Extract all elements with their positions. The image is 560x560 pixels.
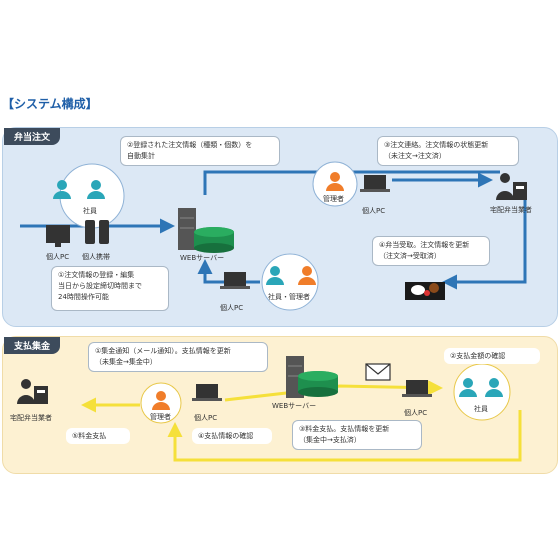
note-payment: ③料金支払。支払情報を更新 （集金中→支払済）: [292, 420, 422, 450]
web-server-label: WEBサーバー: [180, 254, 225, 262]
laptop-icon: [402, 380, 432, 397]
employee-pc-label: 個人PC: [404, 409, 428, 417]
arrow-vendor-to-staff: [442, 200, 527, 290]
employee-label: 社員: [83, 207, 97, 215]
note-pay-fee: ⑤料金支払: [66, 428, 130, 444]
payment-tab: 支払集金: [4, 337, 61, 354]
manager-icon: [312, 161, 358, 207]
employee-group-icon: [453, 363, 511, 421]
server-icon: [178, 208, 196, 250]
manager-label: 管理者: [323, 195, 344, 203]
note-check-amount: ②支払金額の確認: [444, 348, 540, 364]
phone-icon: [85, 220, 109, 244]
manager-pc-label: 個人PC: [362, 207, 386, 215]
manager-icon: [140, 382, 182, 424]
bento-order-tab: 弁当注文: [4, 128, 61, 145]
web-server-label: WEBサーバー: [272, 402, 317, 410]
employee-group-icon: [53, 163, 125, 229]
laptop-icon: [220, 272, 250, 289]
note-collection-notice: ①集金通知（メール通知）。支払情報を更新 （未集金→集金中）: [88, 342, 268, 372]
mobile-label: 個人携帯: [82, 253, 110, 261]
employee-label: 社員: [474, 405, 488, 413]
vendor-icon: [17, 379, 48, 404]
staff-manager-icon: [261, 253, 319, 311]
personal-pc-label: 個人PC: [46, 253, 70, 261]
vendor-label: 宅配弁当業者: [10, 414, 52, 422]
staff-pc-label: 個人PC: [220, 304, 244, 312]
vendor-label: 宅配弁当業者: [490, 206, 532, 214]
note-receive: ④弁当受取。注文情報を更新 （注文済→受取済）: [372, 236, 490, 266]
note-order-contact: ③注文連絡。注文情報の状態更新 （未注文→注文済）: [377, 136, 519, 166]
laptop-icon: [360, 175, 390, 192]
note-check-payment: ④支払情報の確認: [192, 428, 272, 444]
arrow-server-to-manager: [203, 170, 500, 195]
database-icon: [298, 371, 338, 397]
bento-box-icon: [405, 282, 445, 300]
note-aggregate: ②登録された注文情報（種類・個数）を 自動集計: [120, 136, 280, 166]
desktop-icon: [46, 225, 70, 247]
laptop-icon: [192, 384, 222, 401]
database-icon: [194, 227, 234, 253]
manager-label: 管理者: [150, 413, 171, 421]
note-register: ①注文情報の登録・編集 当日から設定締切時間まで 24時間操作可能: [51, 266, 169, 311]
vendor-icon: [496, 173, 527, 200]
page-title: 【システム構成】: [2, 97, 98, 111]
mail-icon: [365, 363, 391, 381]
manager-pc-label: 個人PC: [194, 414, 218, 422]
arrow-employee-pay: [167, 410, 522, 462]
staff-manager-label: 社員・管理者: [268, 293, 310, 301]
